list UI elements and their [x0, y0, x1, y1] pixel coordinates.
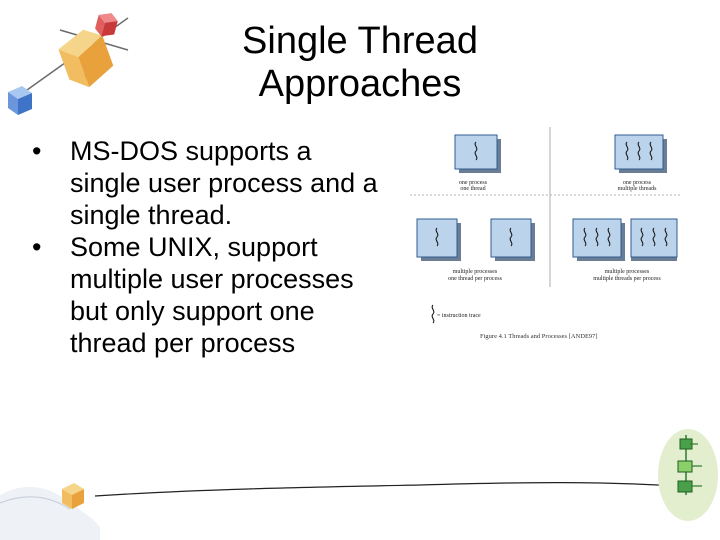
slide-title: Single Thread Approaches	[170, 20, 550, 106]
title-line-2: Approaches	[258, 63, 462, 105]
bullet-list: • MS-DOS supports a single user process …	[30, 135, 380, 359]
bullet-item: • Some UNIX, support multiple user proce…	[30, 231, 380, 359]
quadrant-label-line1: one process	[623, 180, 652, 186]
threads-processes-figure: one process one thread one process multi…	[410, 127, 680, 340]
quadrant-multiple-processes-multiple-threads: multiple processes multiple threads per …	[572, 218, 678, 282]
bullet-text: MS-DOS supports a single user process an…	[70, 136, 378, 230]
quadrant-label-line2: multiple threads per process	[593, 276, 661, 282]
figure-legend: = instruction trace	[431, 304, 481, 324]
title-line-1: Single Thread	[242, 20, 478, 62]
bullet-marker: •	[32, 136, 42, 166]
quadrant-multiple-processes-one-thread: multiple processes one thread per proces…	[416, 218, 535, 282]
quadrant-label-line2: one thread per process	[448, 276, 502, 282]
figure-caption: Figure 4.1 Threads and Processes [ANDE97…	[480, 333, 598, 340]
bullet-marker: •	[32, 232, 42, 262]
quadrant-label-line2: multiple threads	[618, 186, 657, 192]
quadrant-one-process-one-thread: one process one thread	[454, 134, 501, 192]
legend-text: = instruction trace	[437, 313, 481, 319]
clipart-checklist-icon	[658, 429, 718, 521]
squiggle-icon	[431, 304, 435, 324]
quadrant-label-line1: multiple processes	[605, 269, 650, 275]
quadrant-label-line2: one thread	[460, 186, 485, 192]
quadrant-label-line1: one process	[459, 180, 488, 186]
bullet-text: Some UNIX, support multiple user process…	[70, 232, 354, 358]
bullet-item: • MS-DOS supports a single user process …	[30, 135, 380, 231]
decorative-line	[94, 482, 691, 497]
clipart-cube-icon	[8, 13, 129, 115]
quadrant-one-process-multiple-threads: one process multiple threads	[614, 134, 667, 192]
clipart-hand-icon	[0, 483, 100, 540]
quadrant-label-line1: multiple processes	[453, 269, 498, 275]
